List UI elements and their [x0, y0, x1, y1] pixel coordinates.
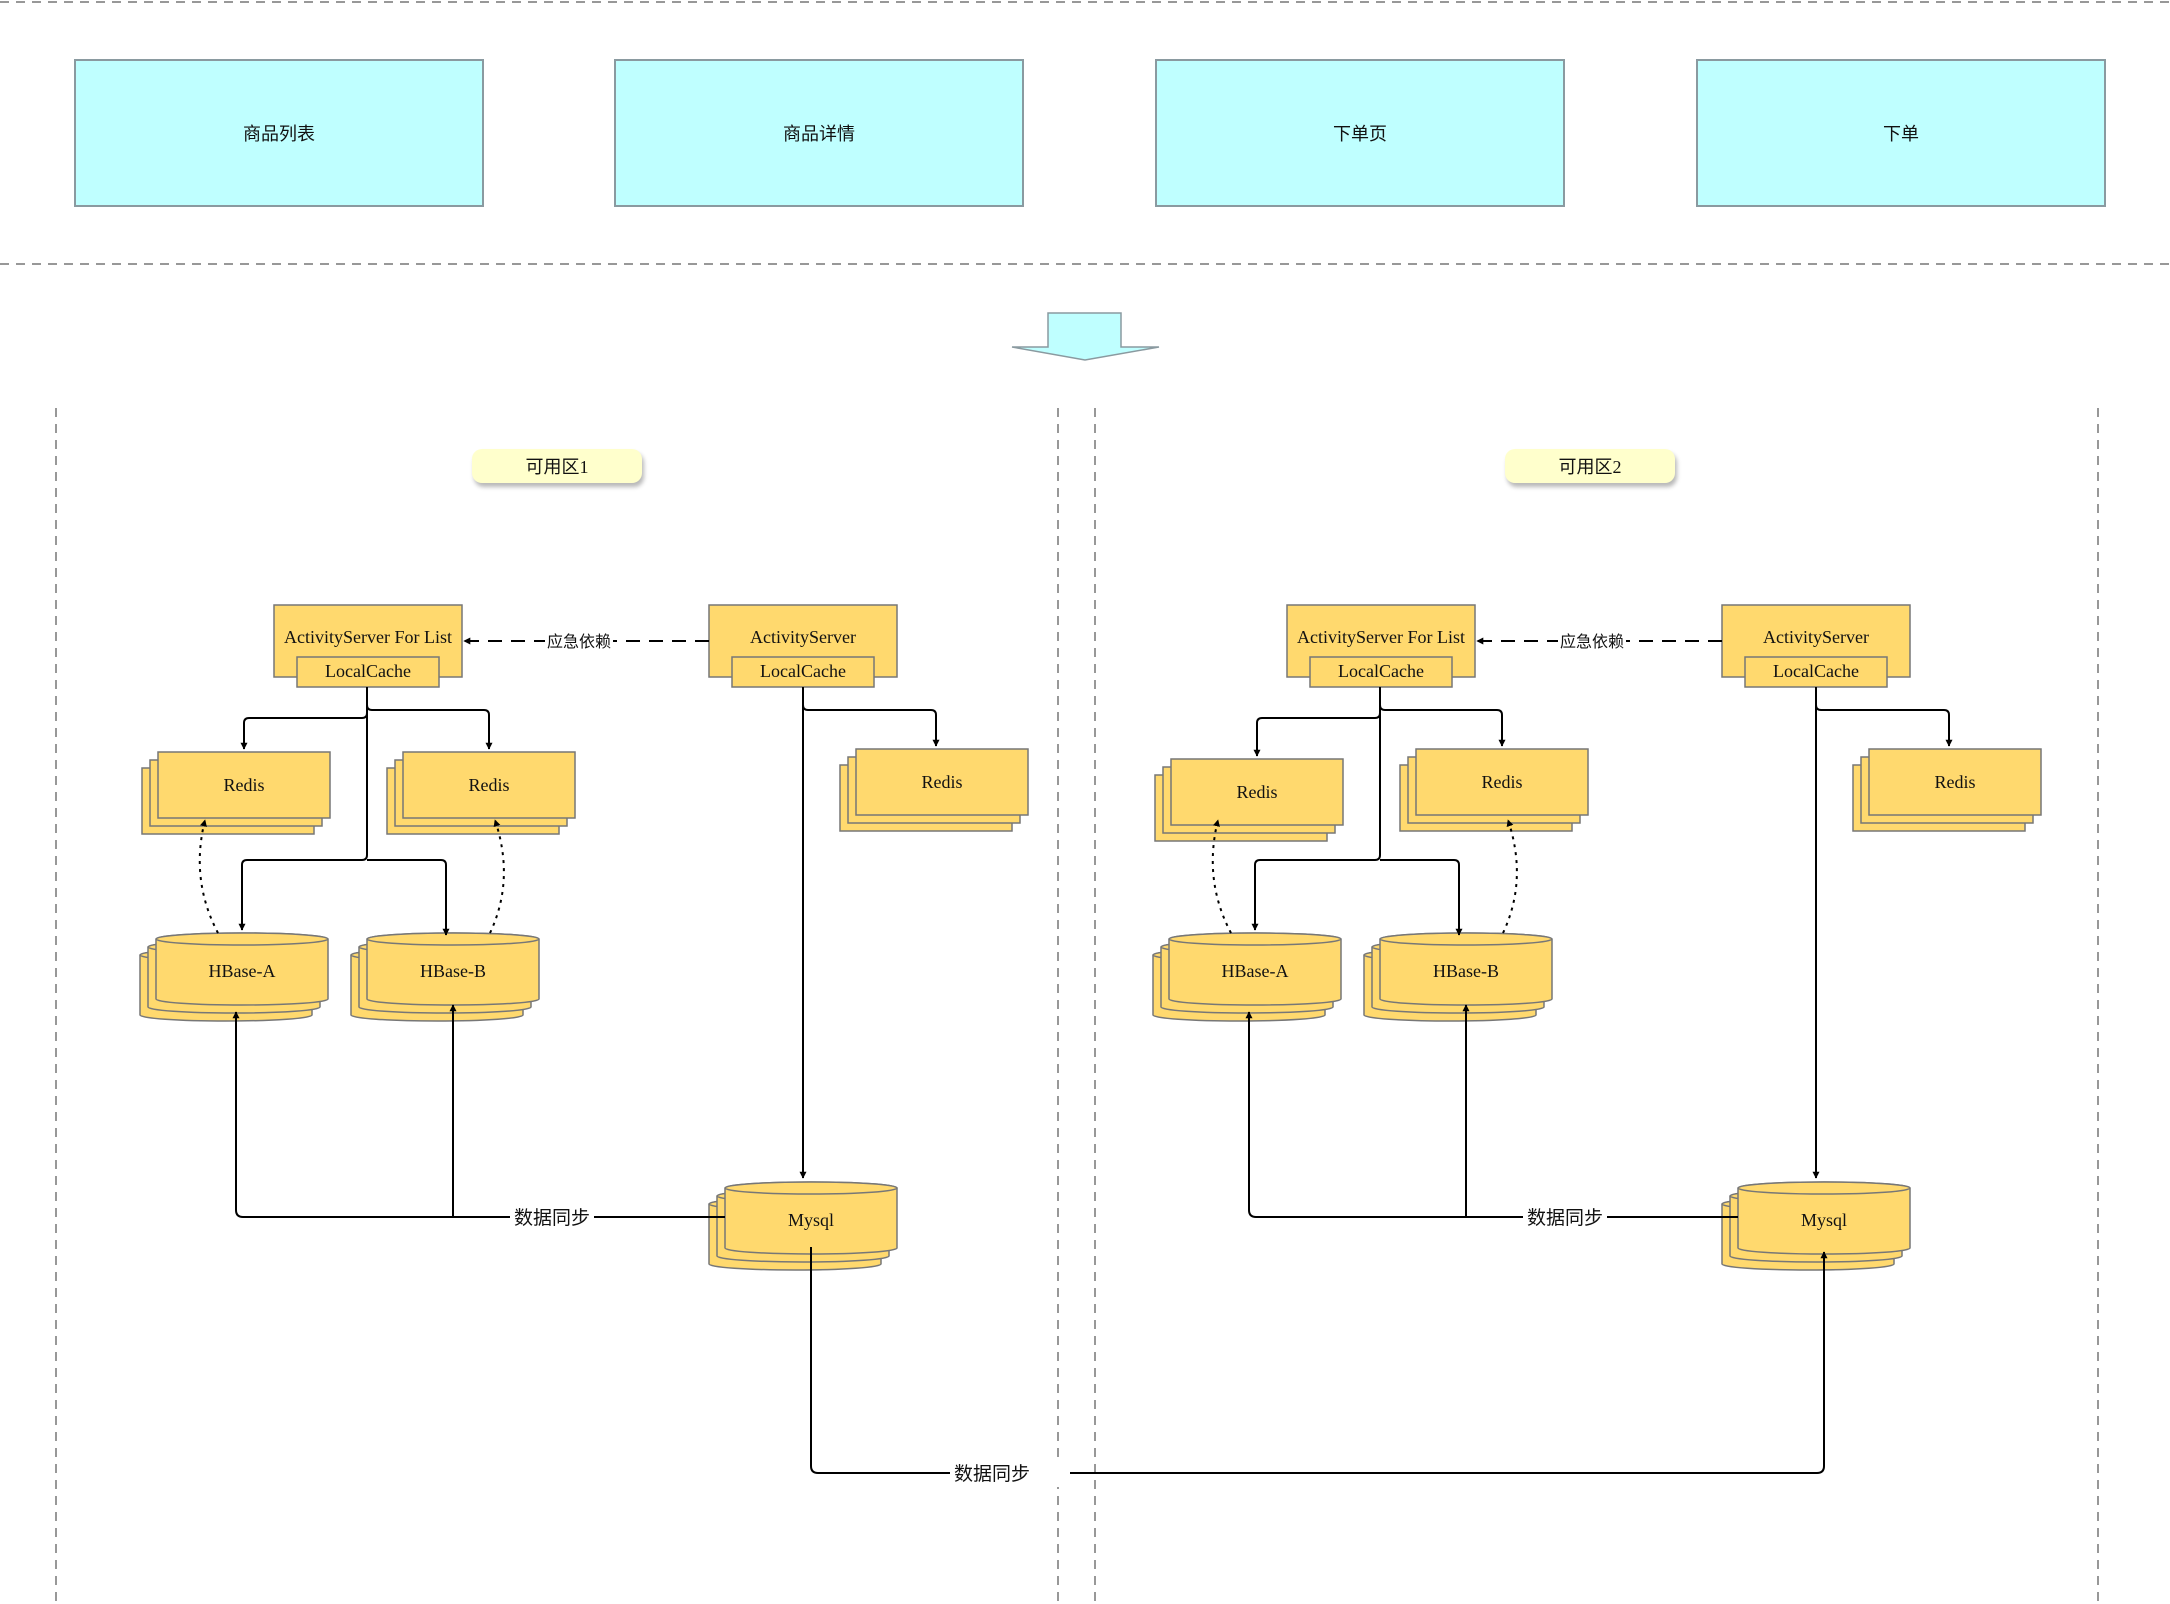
page-box-label: 下单: [1883, 124, 1919, 144]
zone-tag-label: 可用区2: [1558, 457, 1622, 477]
redis-c-label: Redis: [1934, 772, 1975, 792]
redis-a: Redis: [141, 751, 331, 835]
activity-server-title: ActivityServer: [1763, 627, 1869, 647]
hbase-redis-sync-edges: [1211, 819, 1518, 934]
hbase-a-label: HBase-A: [1222, 961, 1289, 981]
activity-server-localcache: [1744, 656, 1888, 688]
zone-tag-label: 可用区1: [525, 457, 589, 477]
hbase-b-label: HBase-B: [420, 961, 486, 981]
redis-a-label: Redis: [1236, 782, 1277, 802]
redis-b: Redis: [1399, 748, 1589, 832]
hbase-b: HBase-B: [1363, 932, 1553, 1022]
list-server-edges: [238, 687, 493, 936]
mysql-hbase-sync-label: 数据同步: [1527, 1207, 1603, 1229]
mysql-hbase-sync-label: 数据同步: [514, 1207, 590, 1229]
activity-server-title: ActivityServer: [750, 627, 856, 647]
hbase-b-label: HBase-B: [1433, 961, 1499, 981]
activity-server-edges: [799, 687, 940, 1179]
list-server-title: ActivityServer For List: [284, 627, 452, 647]
cross-zone-sync-label: 数据同步: [954, 1463, 1030, 1485]
flow-down-arrow: [1011, 312, 1160, 361]
list-server-edges: [1251, 687, 1506, 936]
hbase-b: HBase-B: [350, 932, 540, 1022]
activity-server-cache-label: LocalCache: [760, 661, 846, 681]
page-box-place-order: 下单: [1696, 59, 2106, 207]
mysql: Mysql: [1721, 1181, 1911, 1271]
page-box-label: 商品列表: [243, 124, 315, 144]
zone-tag-1: 可用区1: [472, 449, 642, 483]
list-server-cache-label: LocalCache: [1338, 661, 1424, 681]
mysql-label: Mysql: [1801, 1210, 1847, 1230]
mysql-hbase-sync-edges: 数据同步: [232, 1004, 725, 1232]
redis-a-label: Redis: [223, 775, 264, 795]
page-box-product-list: 商品列表: [74, 59, 484, 207]
mysql-hbase-sync-edges: 数据同步: [1245, 1004, 1738, 1232]
hbase-a: HBase-A: [1152, 932, 1342, 1022]
redis-a: Redis: [1154, 758, 1344, 842]
page-box-label: 商品详情: [783, 124, 855, 144]
emergency-dependency-label: 应急依赖: [1560, 632, 1624, 651]
availability-zone-1: ActivityServer For ListLocalCacheActivit…: [139, 604, 1029, 1271]
list-server-cache-label: LocalCache: [325, 661, 411, 681]
activity-server-edges: [1812, 687, 1953, 1179]
redis-c: Redis: [839, 748, 1029, 832]
list-server-title: ActivityServer For List: [1297, 627, 1465, 647]
page-box-label: 下单页: [1333, 124, 1387, 144]
redis-b-label: Redis: [1481, 772, 1522, 792]
redis-c: Redis: [1852, 748, 2042, 832]
mysql: Mysql: [708, 1181, 898, 1271]
page-box-product-detail: 商品详情: [614, 59, 1024, 207]
hbase-a: HBase-A: [139, 932, 329, 1022]
redis-b: Redis: [386, 751, 576, 835]
activity-server-localcache: [731, 656, 875, 688]
list-server-localcache: [1309, 656, 1453, 688]
hbase-a-label: HBase-A: [209, 961, 276, 981]
redis-c-label: Redis: [921, 772, 962, 792]
emergency-dependency-edge: 应急依赖: [1476, 628, 1722, 654]
zone-tag-2: 可用区2: [1505, 449, 1675, 483]
mysql-label: Mysql: [788, 1210, 834, 1230]
activity-server-cache-label: LocalCache: [1773, 661, 1859, 681]
redis-b-label: Redis: [468, 775, 509, 795]
page-box-order-page: 下单页: [1155, 59, 1565, 207]
cross-zone-sync-edge: 数据同步: [810, 1247, 1828, 1487]
emergency-dependency-edge: 应急依赖: [463, 628, 709, 654]
hbase-redis-sync-edges: [198, 819, 505, 934]
emergency-dependency-label: 应急依赖: [547, 632, 611, 651]
availability-zone-2: ActivityServer For ListLocalCacheActivit…: [1152, 604, 2042, 1271]
